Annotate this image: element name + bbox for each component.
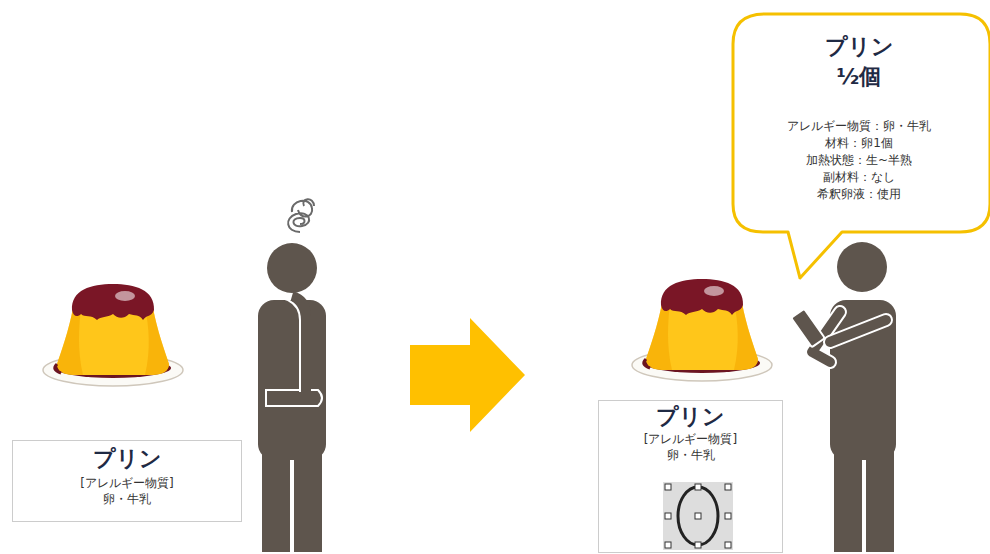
- speech-bubble-content: プリン ½個アレルギー物質：卵・牛乳材料：卵1個加熱状態：生~半熟副材料：なし希…: [733, 14, 985, 232]
- label-box: プリン[アレルギー物質]卵・牛乳: [598, 400, 783, 553]
- node-text: [アレルギー物質]: [13, 475, 241, 491]
- speech-bubble: [733, 14, 990, 278]
- phone-person: [791, 242, 896, 552]
- node-heading: プリン: [13, 445, 241, 473]
- node-text: 希釈卵液：使用: [733, 186, 985, 203]
- node-text: 副材料：なし: [733, 169, 985, 186]
- pudding-illustration: [632, 279, 772, 381]
- node-text: 卵・牛乳: [13, 491, 241, 507]
- node-text: [アレルギー物質]: [599, 431, 782, 447]
- egg-icon: [663, 482, 733, 550]
- thinking-person: [258, 243, 326, 552]
- label-box: プリン [アレルギー物質]卵・牛乳: [12, 440, 242, 522]
- node-text: 卵・牛乳: [599, 447, 782, 463]
- pudding-illustration: [43, 284, 183, 386]
- node-text: アレルギー物質：卵・牛乳: [733, 118, 985, 135]
- node-text: 材料：卵1個: [733, 135, 985, 152]
- node-heading: プリン: [599, 403, 782, 431]
- node-heading: プリン ½個: [813, 32, 905, 92]
- worry-scribble: [288, 199, 314, 232]
- transition-arrow: [410, 318, 525, 432]
- node-text: 加熱状態：生~半熟: [733, 152, 985, 169]
